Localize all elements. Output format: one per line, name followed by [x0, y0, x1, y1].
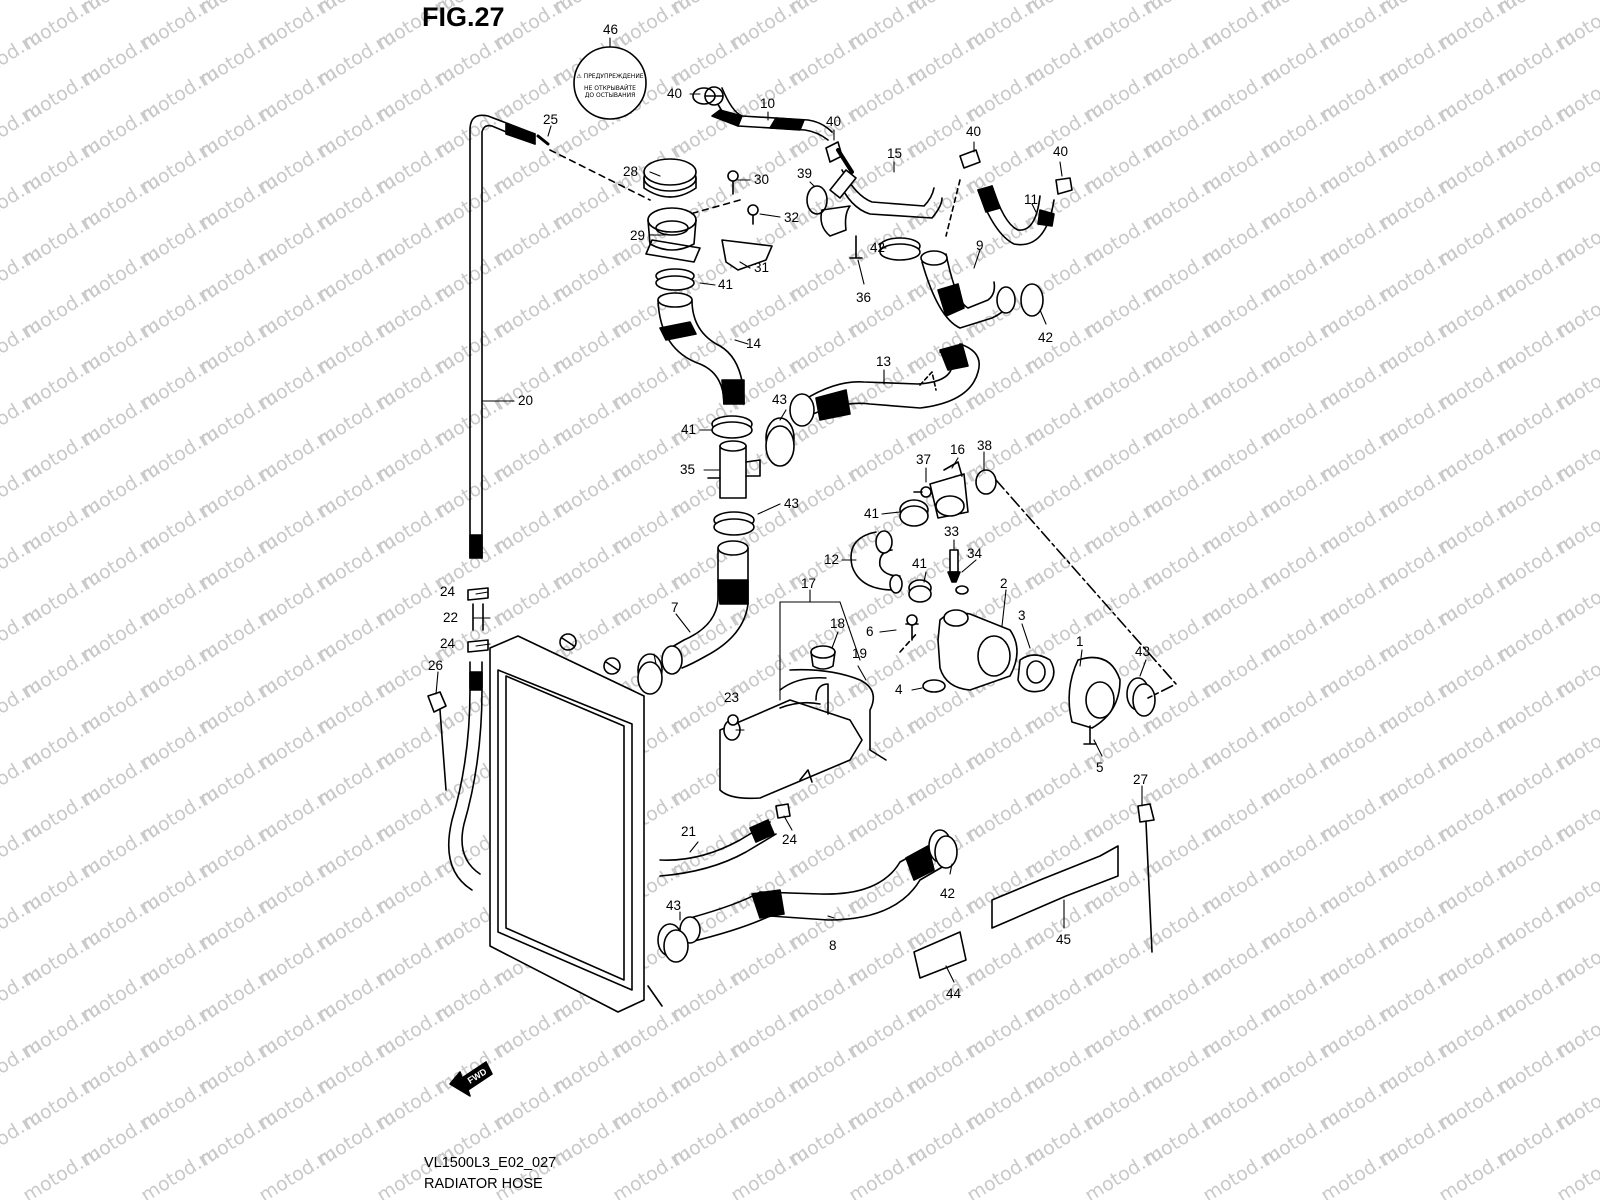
- callout-18: 18: [830, 616, 845, 631]
- radiator: [489, 633, 663, 1013]
- callout-16: 16: [950, 442, 965, 457]
- callout-41: 41: [912, 556, 927, 571]
- callout-9: 9: [976, 238, 984, 253]
- callout-labels: 46 40 10 25 40 15 40 40 39 11 28 30 32 2…: [428, 22, 1150, 1001]
- callout-34: 34: [967, 546, 983, 561]
- callout-28: 28: [623, 164, 638, 179]
- callout-36: 36: [856, 290, 871, 305]
- hose-22-and-clips-24: [467, 587, 489, 691]
- callout-20: 20: [518, 393, 533, 408]
- radiator-cap-warning-sticker: ⚠ ПРЕДУПРЕЖДЕНИЕ НЕ ОТКРЫВАЙТЕ ДО ОСТЫВА…: [573, 46, 647, 120]
- callout-19: 19: [852, 646, 867, 661]
- callout-44: 44: [946, 986, 962, 1001]
- pipe-15: [820, 148, 961, 237]
- callout-40: 40: [667, 86, 682, 101]
- callout-15: 15: [887, 146, 902, 161]
- callout-24: 24: [782, 832, 798, 847]
- leader-lines: [435, 37, 1147, 983]
- reservoir-tank-assembly: [719, 645, 887, 800]
- o-ring-39: [806, 185, 828, 215]
- callout-40: 40: [966, 124, 981, 139]
- callout-42: 42: [940, 886, 955, 901]
- figure-title: FIG.27: [422, 2, 505, 32]
- callout-21: 21: [681, 824, 696, 839]
- callout-23: 23: [724, 690, 739, 705]
- hose-8: [657, 829, 958, 963]
- callout-3: 3: [1018, 608, 1026, 623]
- hose-13: [789, 343, 980, 427]
- bolt-36: [849, 235, 863, 259]
- callout-43: 43: [1135, 644, 1150, 659]
- model-code: VL1500L3_E02_027: [424, 1155, 557, 1171]
- callout-45: 45: [1056, 932, 1071, 947]
- callout-5: 5: [1096, 760, 1104, 775]
- callout-40: 40: [826, 114, 841, 129]
- callout-43: 43: [666, 898, 681, 913]
- callout-12: 12: [824, 552, 839, 567]
- callout-37: 37: [916, 452, 931, 467]
- callout-10: 10: [760, 96, 775, 111]
- callout-25: 25: [543, 112, 558, 127]
- filler-neck-assembly: [549, 149, 773, 271]
- callout-33: 33: [944, 524, 959, 539]
- insulation-plates: [913, 845, 1119, 979]
- section-title: RADIATOR HOSE: [424, 1176, 543, 1192]
- overflow-hose-20: [469, 114, 550, 559]
- callout-1: 1: [1076, 634, 1084, 649]
- hose-10: [704, 86, 833, 141]
- callout-2: 2: [1000, 576, 1008, 591]
- callout-42: 42: [870, 240, 885, 255]
- fwd-arrow: FWD: [449, 1061, 493, 1097]
- svg-text:ДО ОСТЫВАНИЯ: ДО ОСТЫВАНИЯ: [585, 92, 636, 99]
- thermostat-assembly: [850, 461, 1156, 745]
- callout-29: 29: [630, 228, 645, 243]
- callout-38: 38: [977, 438, 992, 453]
- callout-39: 39: [797, 166, 812, 181]
- tie-27: [1137, 803, 1155, 953]
- callout-35: 35: [680, 462, 695, 477]
- hose-14-and-clamp-41: [655, 268, 745, 405]
- lower-overflow-hose: [447, 689, 473, 891]
- hose-7: [637, 540, 749, 695]
- callout-46: 46: [603, 22, 618, 37]
- callout-40: 40: [1053, 144, 1068, 159]
- guide-line: [995, 479, 1177, 699]
- joint-35-and-clamps: [707, 415, 795, 536]
- callout-41: 41: [681, 422, 696, 437]
- callout-43: 43: [784, 496, 799, 511]
- callout-27: 27: [1133, 772, 1148, 787]
- callout-42: 42: [1038, 330, 1053, 345]
- svg-text:⚠ ПРЕДУПРЕЖДЕНИЕ: ⚠ ПРЕДУПРЕЖДЕНИЕ: [576, 73, 643, 80]
- tie-26: [427, 691, 447, 791]
- callout-6: 6: [866, 624, 874, 639]
- callout-8: 8: [829, 938, 837, 953]
- callout-13: 13: [876, 354, 891, 369]
- clamps-40: [692, 87, 1073, 195]
- callout-31: 31: [754, 260, 769, 275]
- callout-14: 14: [746, 336, 762, 351]
- callout-22: 22: [443, 610, 458, 625]
- callout-26: 26: [428, 658, 443, 673]
- callout-17: 17: [801, 576, 816, 591]
- callout-43: 43: [772, 392, 787, 407]
- callout-41: 41: [864, 506, 879, 521]
- callout-7: 7: [671, 600, 679, 615]
- callout-24: 24: [440, 636, 456, 651]
- hose-21: [659, 803, 791, 877]
- callout-11: 11: [1024, 192, 1038, 207]
- hose-11: [977, 185, 1055, 246]
- callout-30: 30: [754, 172, 769, 187]
- callout-41: 41: [718, 277, 733, 292]
- callout-4: 4: [895, 682, 903, 697]
- callout-32: 32: [784, 210, 799, 225]
- callout-24: 24: [440, 584, 456, 599]
- hose-9: [879, 237, 1044, 329]
- svg-text:НЕ ОТКРЫВАЙТЕ: НЕ ОТКРЫВАЙТЕ: [584, 85, 636, 92]
